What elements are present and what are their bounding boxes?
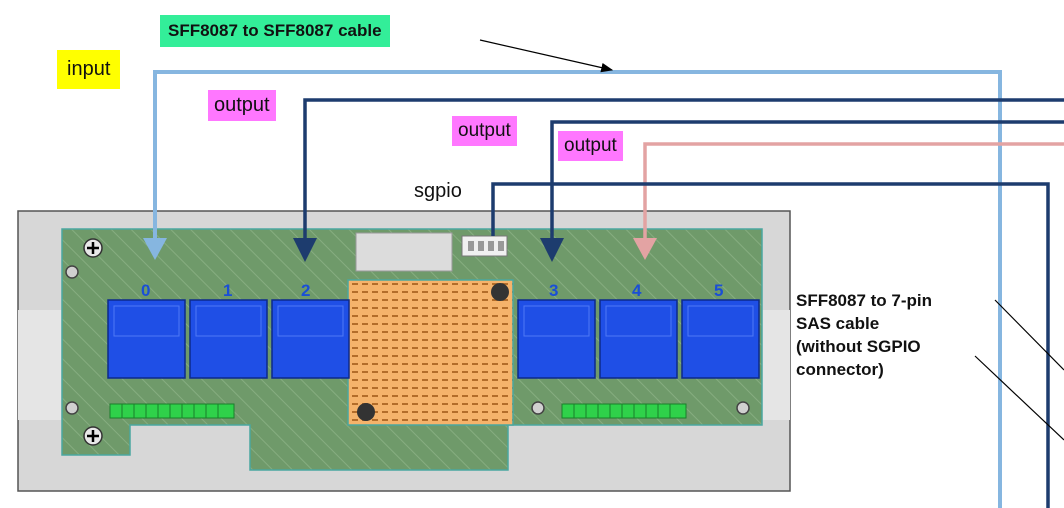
port-number-2: 2 xyxy=(301,281,311,300)
callout-line-side-1 xyxy=(994,299,1064,371)
sas-port-5 xyxy=(681,299,760,379)
side-cable-line-4: connector) xyxy=(796,360,884,379)
connector-block xyxy=(355,232,453,272)
side-cable-line-1: SFF8087 to 7-pin xyxy=(796,291,933,310)
sas-port-1 xyxy=(189,299,268,379)
side-cable-line-3: (without SGPIO xyxy=(796,337,921,356)
cable-input xyxy=(143,70,1002,508)
top-cable-label: SFF8087 to SFF8087 cable xyxy=(160,15,390,47)
input-label: input xyxy=(57,50,121,89)
sgpio-label: sgpio xyxy=(414,180,462,202)
sas-port-0 xyxy=(107,299,186,379)
port-number-1: 1 xyxy=(223,281,233,300)
screw-icon xyxy=(83,426,103,446)
callout-line-side-2 xyxy=(974,355,1064,441)
cable-output-port-4 xyxy=(633,142,1064,260)
cable-output-port-3 xyxy=(540,120,1064,262)
output-label-2: output xyxy=(452,116,517,146)
edge-connector-right xyxy=(561,403,687,419)
port-number-0: 0 xyxy=(141,281,151,300)
sas-port-4 xyxy=(599,299,678,379)
port-number-5: 5 xyxy=(714,281,724,300)
sas-port-2 xyxy=(271,299,350,379)
output-label-1: output xyxy=(208,90,276,121)
port-number-3: 3 xyxy=(549,281,559,300)
sgpio-header xyxy=(461,235,508,257)
output-label-3: output xyxy=(558,131,623,161)
side-cable-label: SFF8087 to 7-pin SAS cable (without SGPI… xyxy=(796,289,976,381)
cable-sgpio xyxy=(491,182,1050,508)
side-cable-line-2: SAS cable xyxy=(796,314,880,333)
callout-line-top xyxy=(479,39,614,73)
controller-chip xyxy=(347,279,514,426)
cable-output-port-2 xyxy=(293,98,1064,262)
sas-port-3 xyxy=(517,299,596,379)
edge-connector-left xyxy=(109,403,235,419)
port-number-4: 4 xyxy=(632,281,642,300)
screw-icon xyxy=(83,238,103,258)
